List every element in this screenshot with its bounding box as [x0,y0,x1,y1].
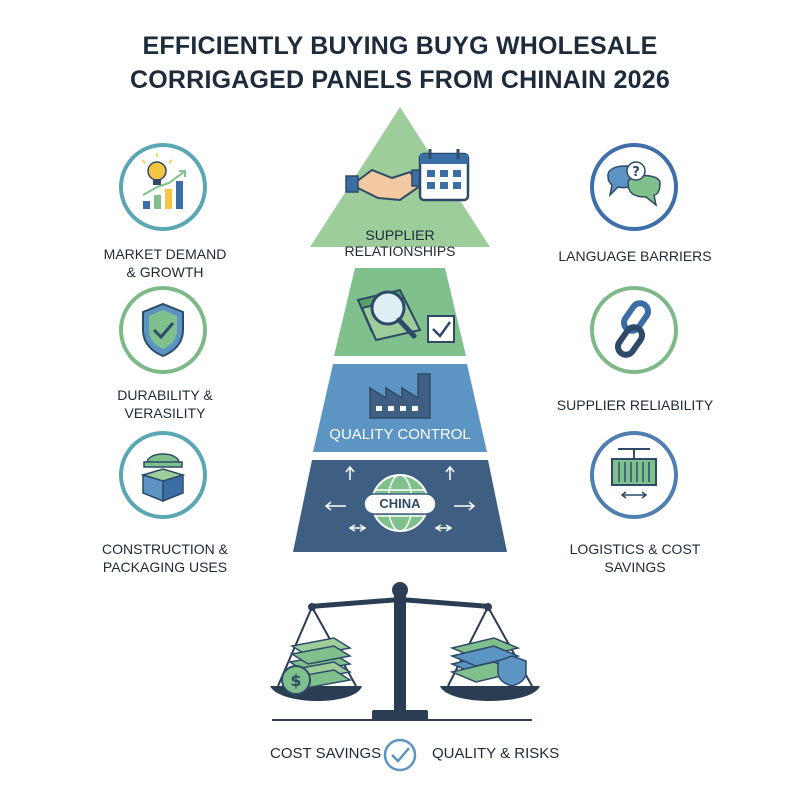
market-demand-label: MARKET DEMAND & GROWTH [80,245,250,281]
label-line-2: PACKAGING USES [102,559,228,575]
handshake-icon [345,168,425,202]
chain-link-icon [614,300,652,358]
tier-label-line-2: RELATIONSHIPS [344,243,456,259]
speech-bubbles-icon: ? [607,161,661,207]
factory-icon [369,373,431,419]
label-line-2: SAVINGS [604,559,666,575]
logistics-circle [590,431,678,519]
market-demand-circle [119,143,207,231]
label-line-2: VERASILITY [124,405,206,421]
tier-label-line-1: SUPPLIER [365,227,435,243]
durability-label: DURABILITY & VERASILITY [80,386,250,422]
tier-label-supplier-relationships: SUPPLIER RELATIONSHIPS [330,227,470,259]
durability-circle [119,286,207,374]
lightbulb-chart-icon [141,153,186,209]
hardhat-box-icon [140,453,186,503]
tier-label-quality-control: QUALITY CONTROL [329,426,471,443]
supplier-reliability-label: SUPPLIER RELIABILITY [556,397,714,413]
supplier-reliability-circle [590,286,678,374]
tier-label-china: CHINA [379,496,421,511]
title-line-1: EFFICIENTLY BUYING BUYG WHOLESALE [142,32,658,60]
magnifier-documents-icon [356,288,455,343]
label-line-1: MARKET DEMAND [103,246,227,262]
quality-risks-label: QUALITY & RISKS [432,745,560,762]
label-line-1: CONSTRUCTION & [102,541,228,557]
label-line-1: LOGISTICS & COST [569,541,701,557]
construction-label: CONSTRUCTION & PACKAGING USES [80,540,250,576]
label-line-2: & GROWTH [126,264,204,280]
language-barriers-circle: ? [590,143,678,231]
language-barriers-label: LANGUAGE BARRIERS [558,248,712,264]
globe-arrows-icon [324,465,476,532]
label-line-1: DURABILITY & [117,387,213,403]
svg-text:?: ? [632,165,640,180]
shipping-container-icon [611,448,657,499]
cost-savings-label: COST SAVINGS [270,745,382,762]
title-line-2: CORRIGAGED PANELS FROM CHINAIN 2026 [130,66,670,94]
logistics-label: LOGISTICS & COST SAVINGS [550,540,720,576]
shield-check-icon [142,302,184,358]
construction-circle [119,431,207,519]
calendar-icon [418,149,470,202]
